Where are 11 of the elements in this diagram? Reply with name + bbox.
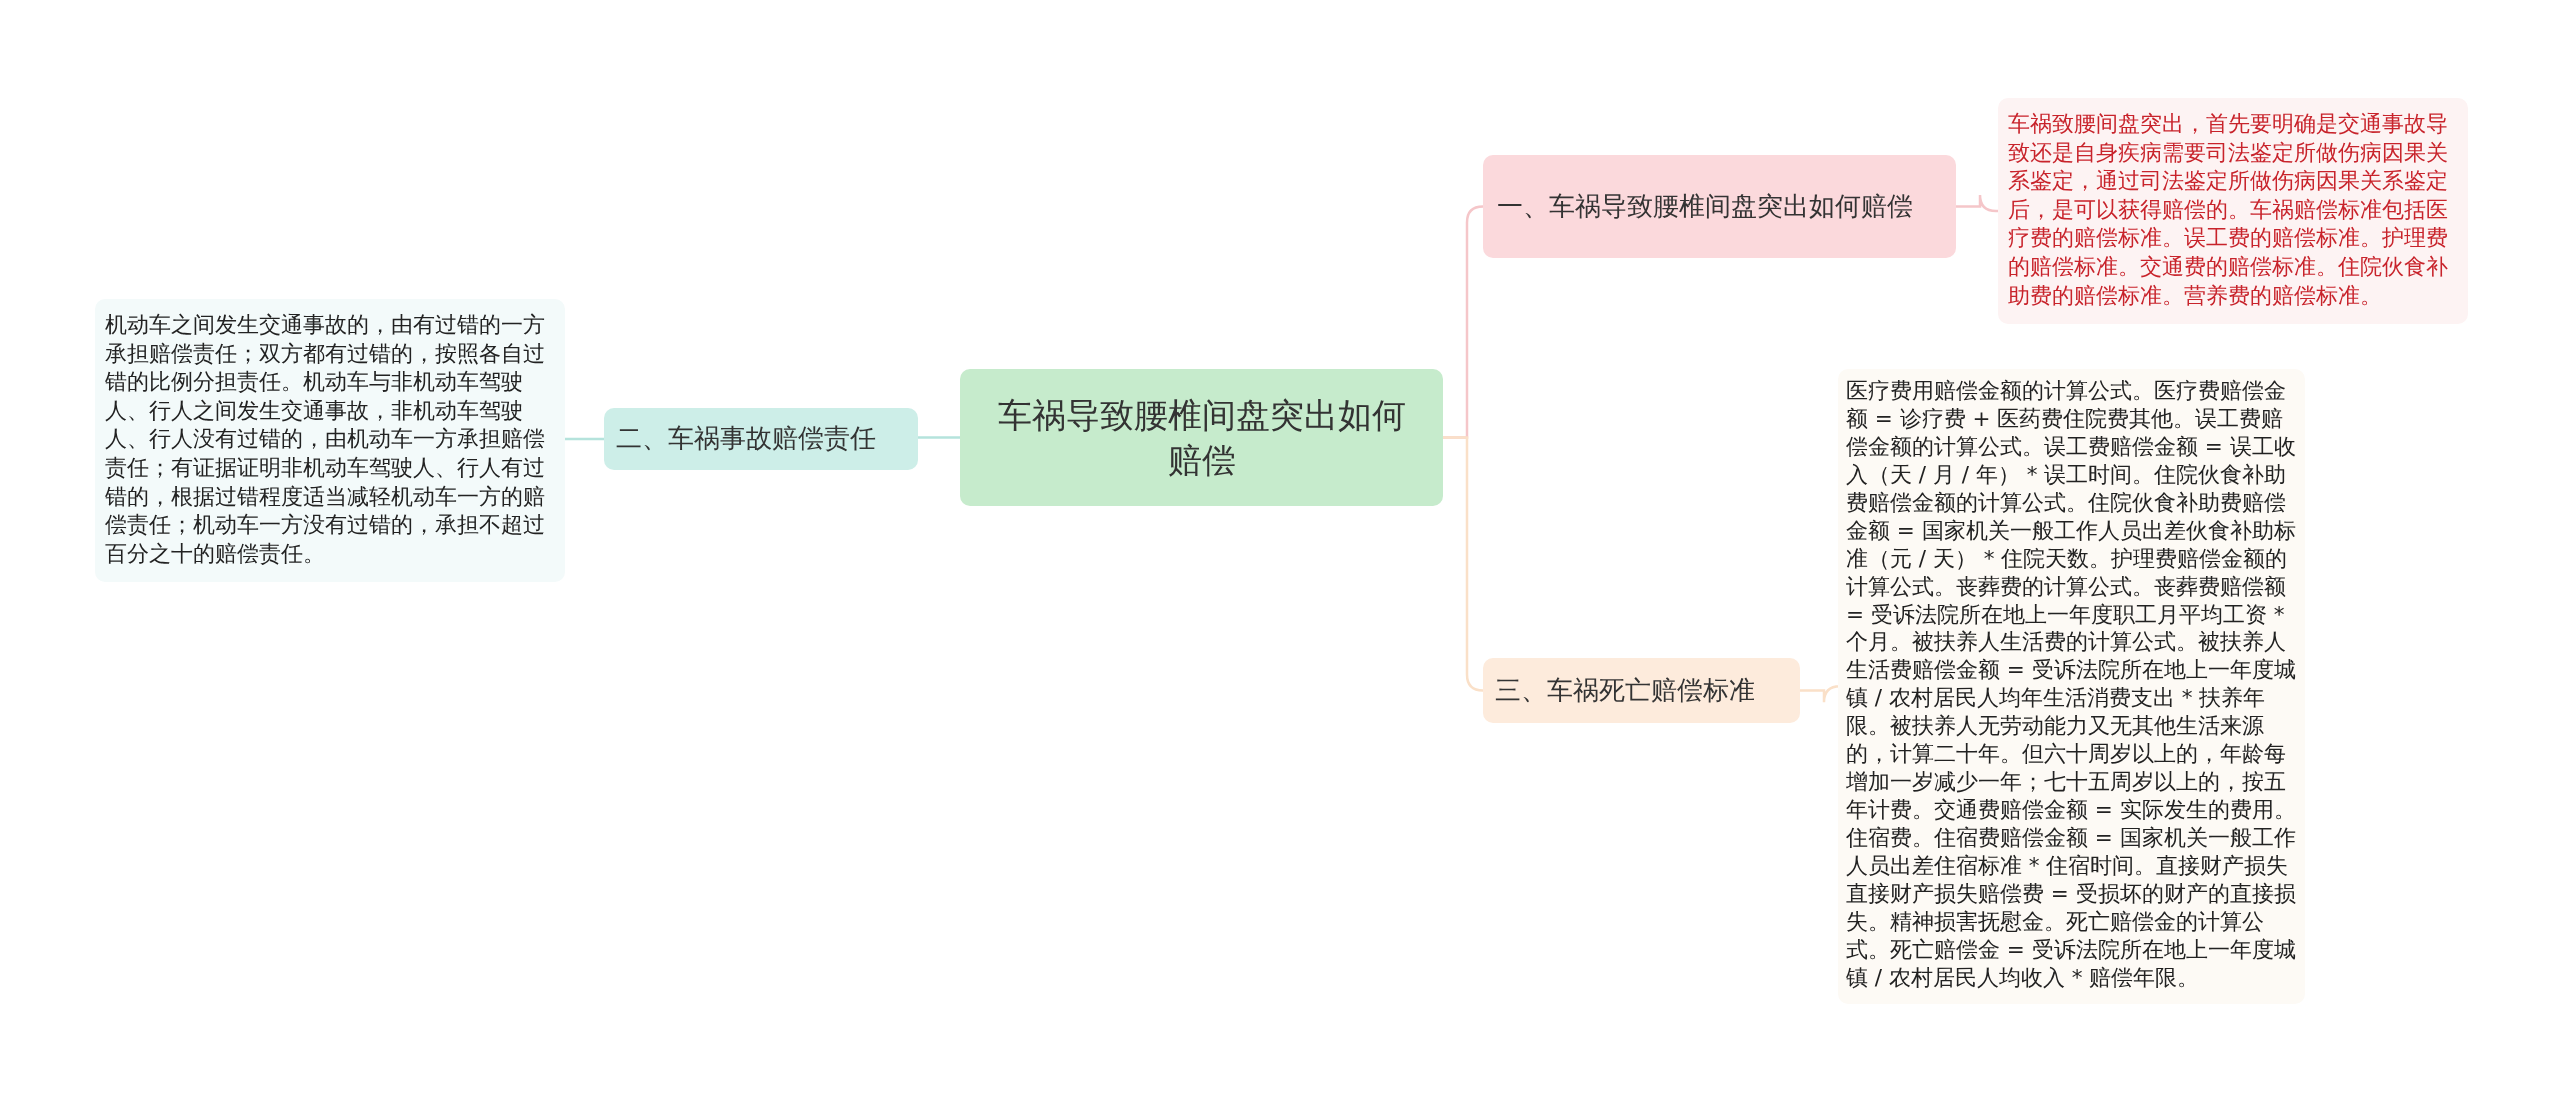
note-box: 车祸致腰间盘突出，首先要明确是交通事故导致还是自身疾病需要司法鉴定所做伤病因果关系鉴定，通过司法鉴定所做伤病因果关系鉴定后，是可以获得赔偿的。车祸赔偿标准包括医疗费的赔偿标准。误工费的赔偿标准。护理费的赔偿标准。交通费的赔偿标准。住院伙食补助费的赔偿标准。营养费的赔偿标准。: [1998, 98, 2468, 325]
connector-line: [918, 436, 960, 439]
note-box: 医疗费用赔偿金额的计算公式。医疗费赔偿金额 = 诊疗费 + 医药费住院费其他。误工费赔偿金额的计算公式。误工费赔偿金额 = 误工收入（天 / 月 / 年） * 误工时间。住院伙食补助费赔偿金额的计算公式。住院伙食补助费赔偿金额 = 国家机关一般工作人员出差伙食补助标准（元 / 天） * 住院天数。护理费赔偿金额的计算公式。丧葬费的计算公式。丧葬费赔偿额 = 受诉法院所在地上一年度职工月平均工资 * 个月。被扶养人生活费的计算公式。被扶养人生活费赔偿金额 = 受诉法院所在地上一年度城镇 / 农村居民人均年生活消费支出 * 扶养年限。被扶养人无劳动能力又无其他生活来源的，计算二十年。但六十周岁以上的，年龄每增加一岁减少一年；七十五周岁以上的，按五年计费。交通费赔偿金额 = 实际发生的费用。住宿费。住宿费赔偿金额 = 国家机关一般工作人员出差住宿标准 * 住宿时间。直接财产损失直接财产损失赔偿费 = 受损坏的财产的直接损失。精神损害抚慰金。死亡赔偿金的计算公式。死亡赔偿金 = 受诉法院所在地上一年度城镇 / 农村居民人均收入 * 赔偿年限。: [1838, 369, 2305, 1004]
topic-box: 三、车祸死亡赔偿标准: [1483, 658, 1800, 723]
topic-box: 一、车祸导致腰椎间盘突出如何赔偿: [1483, 155, 1956, 258]
topic-box: 二、车祸事故赔偿责任: [604, 408, 918, 470]
root-topic-box: 车祸导致腰椎间盘突出如何赔偿: [960, 369, 1443, 506]
note-box: 机动车之间发生交通事故的，由有过错的一方承担赔偿责任；双方都有过错的，按照各自过错的比例分担责任。机动车与非机动车驾驶人、行人之间发生交通事故，非机动车驾驶人、行人没有过错的，由机动车一方承担赔偿责任；有证据证明非机动车驾驶人、行人有过错的，根据过错程度适当减轻机动车一方的赔偿责任；机动车一方没有过错的，承担不超过百分之十的赔偿责任。: [95, 299, 565, 583]
connector-line: [565, 437, 604, 441]
connector-line: [1443, 436, 1485, 692]
connector-line: [1956, 193, 1998, 213]
